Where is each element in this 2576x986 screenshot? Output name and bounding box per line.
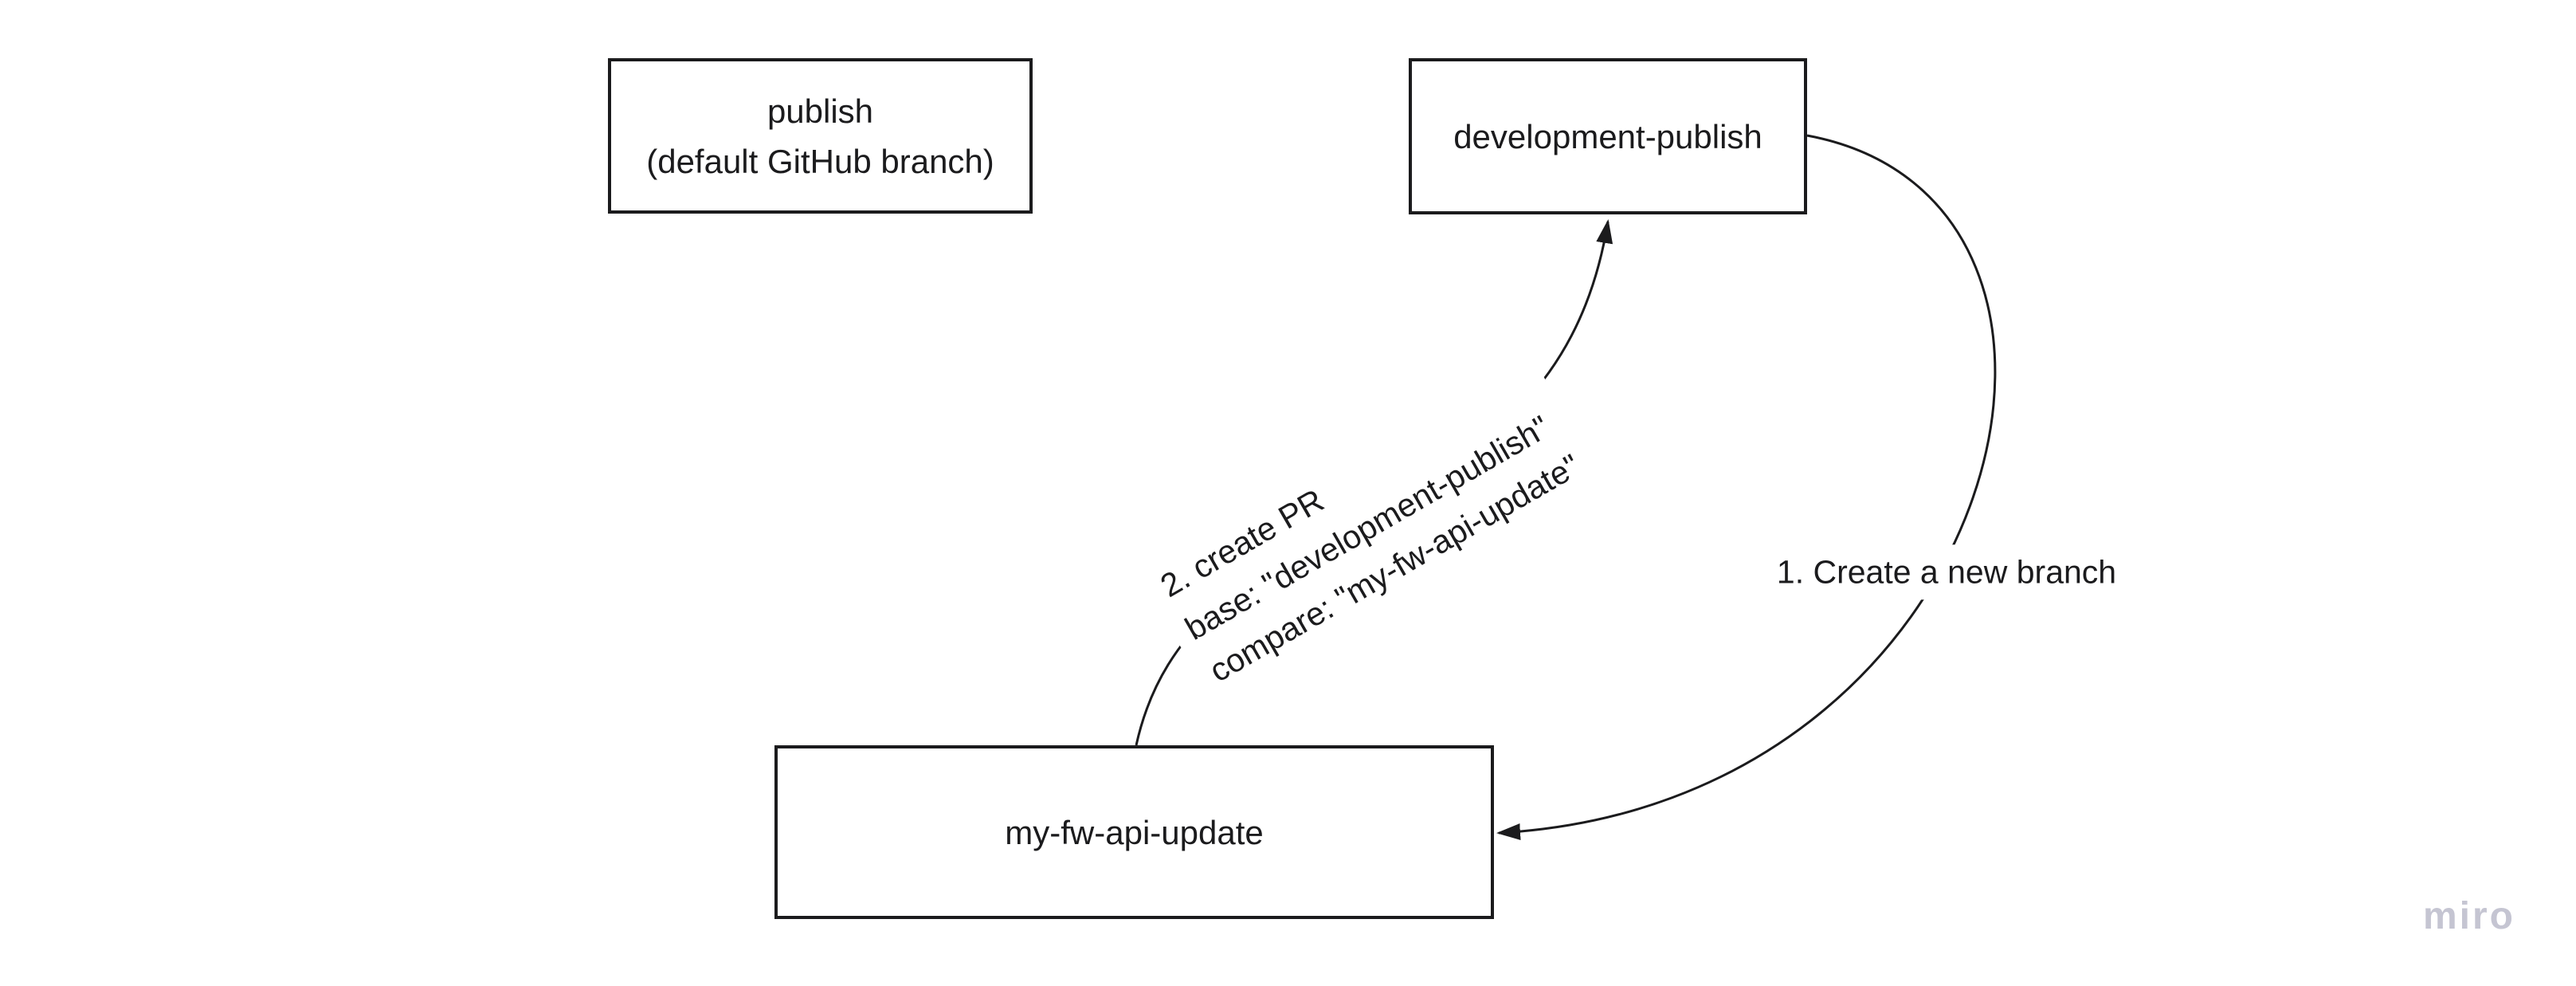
shape-publish-label-line2: (default GitHub branch) <box>646 142 994 180</box>
connector-label-create-branch[interactable]: 1. Create a new branch <box>1765 544 2128 600</box>
shape-publish-label: publish (default GitHub branch) <box>646 86 994 187</box>
shape-publish-label-line1: publish <box>767 92 874 130</box>
shape-development-publish-branch[interactable]: development-publish <box>1409 58 1807 214</box>
shape-my-fw-api-update-branch[interactable]: my-fw-api-update <box>774 745 1494 919</box>
connector-create-branch[interactable] <box>1496 134 1997 840</box>
shape-my-fw-api-update-label: my-fw-api-update <box>1005 813 1264 851</box>
shape-publish-branch[interactable]: publish (default GitHub branch) <box>608 58 1033 214</box>
shape-development-publish-label: development-publish <box>1453 117 1762 155</box>
miro-logo: miro <box>2422 895 2515 937</box>
